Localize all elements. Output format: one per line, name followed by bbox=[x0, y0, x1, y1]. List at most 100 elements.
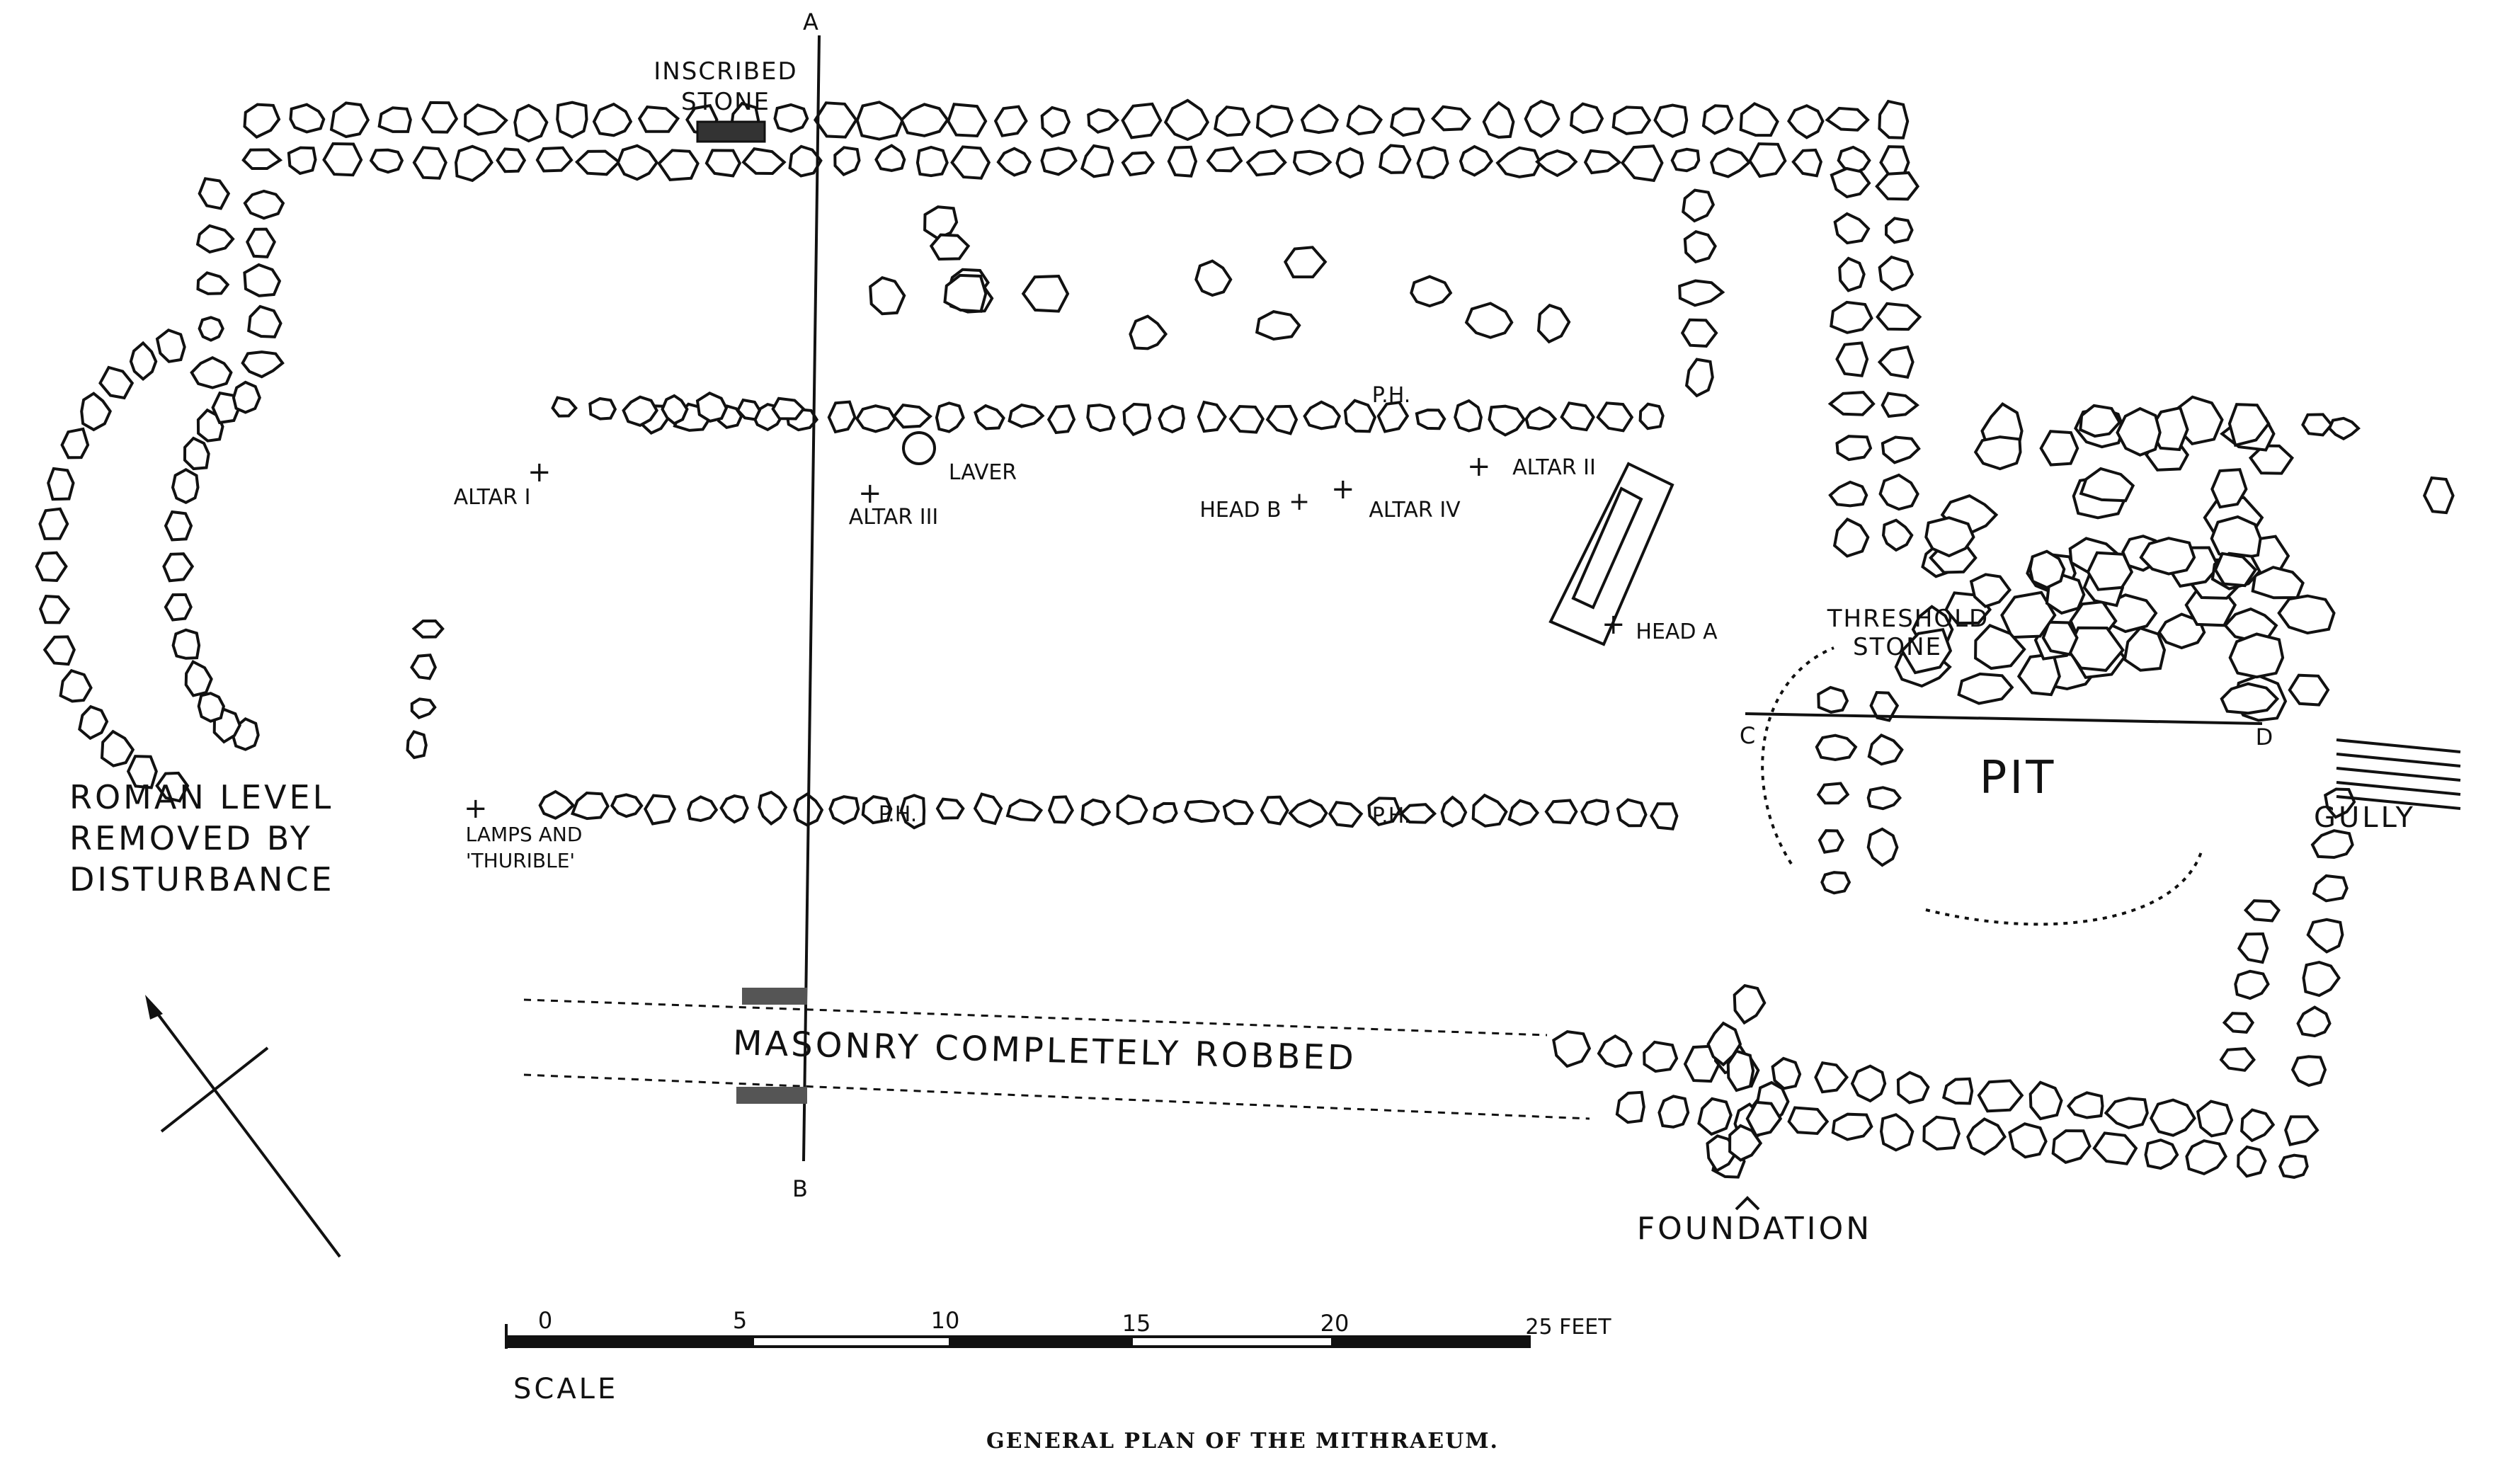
svg-text:+: + bbox=[1331, 473, 1355, 506]
wall-stone bbox=[2092, 1131, 2138, 1165]
wall-stone bbox=[60, 427, 90, 460]
wall-stone bbox=[861, 794, 893, 825]
wall-stone bbox=[2277, 594, 2336, 635]
wall-stone bbox=[184, 659, 213, 697]
label-head-b: HEAD B bbox=[1199, 498, 1281, 523]
wall-stone bbox=[410, 697, 437, 719]
wall-stone bbox=[2323, 787, 2356, 819]
label-head-a: HEAD A bbox=[1636, 620, 1718, 644]
wall-stone bbox=[2290, 1055, 2327, 1088]
wall-stone bbox=[570, 791, 610, 821]
wall-stone bbox=[171, 468, 200, 505]
wall-stone bbox=[287, 146, 317, 176]
wall-stone bbox=[1835, 341, 1869, 377]
wall-stone bbox=[195, 224, 235, 254]
wall-stone bbox=[1771, 1056, 1802, 1090]
wall-stone bbox=[592, 102, 633, 137]
wall-stone bbox=[2248, 444, 2295, 475]
wall-stone bbox=[2039, 430, 2079, 467]
wall-stone bbox=[1300, 103, 1340, 135]
wall-stone bbox=[758, 790, 788, 826]
inscribed-stone bbox=[696, 120, 766, 143]
pit-outline bbox=[1761, 646, 2203, 926]
wall-stone bbox=[1726, 1049, 1755, 1092]
label-foundation: FOUNDATION bbox=[1637, 1211, 1872, 1247]
wall-stone bbox=[1611, 105, 1652, 135]
wall-stone bbox=[1878, 99, 1910, 139]
wall-stone bbox=[974, 404, 1005, 430]
wall-stone bbox=[2016, 652, 2061, 697]
wall-stone bbox=[464, 103, 508, 136]
wall-stone bbox=[719, 794, 749, 824]
wall-stone bbox=[1008, 403, 1045, 428]
wall-stone bbox=[59, 668, 93, 703]
wall-stone bbox=[1941, 1077, 1974, 1105]
wall-stone bbox=[1459, 144, 1494, 177]
scale-tick-25: 25 FEET bbox=[1525, 1315, 1611, 1340]
wall-stone bbox=[1390, 107, 1425, 137]
wall-stone bbox=[35, 551, 68, 583]
wall-stone bbox=[2288, 673, 2330, 707]
wall-stone bbox=[2028, 1080, 2063, 1121]
wall-stone bbox=[1966, 1117, 2007, 1156]
wall-stone bbox=[1924, 516, 1975, 558]
wall-stone bbox=[1739, 102, 1779, 137]
wall-stone bbox=[164, 510, 193, 542]
wall-stone bbox=[1544, 799, 1578, 825]
wall-stone bbox=[1831, 1112, 1873, 1141]
hatch-mark-bottom bbox=[736, 1087, 807, 1104]
wall-stone bbox=[1228, 404, 1265, 434]
wall-stone bbox=[1866, 786, 1902, 811]
wall-stone bbox=[1670, 147, 1701, 173]
wall-stone bbox=[38, 595, 71, 624]
wall-stone bbox=[1678, 279, 1725, 307]
wall-stone bbox=[588, 396, 617, 421]
wall-stone bbox=[2000, 590, 2057, 639]
wall-stone bbox=[1346, 104, 1383, 136]
wall-stone bbox=[2149, 1098, 2196, 1137]
wall-stone bbox=[1524, 406, 1558, 430]
wall-stone bbox=[2302, 961, 2341, 998]
wall-stone bbox=[2234, 969, 2270, 1000]
wall-stone bbox=[1728, 1124, 1763, 1162]
wall-stone bbox=[1129, 314, 1168, 350]
wall-stone bbox=[1697, 1097, 1733, 1136]
wall-stone bbox=[1745, 1100, 1783, 1138]
wall-stone bbox=[513, 103, 549, 143]
wall-stone bbox=[2123, 626, 2167, 672]
wall-stone bbox=[661, 394, 689, 426]
label-altar-2: ALTAR II bbox=[1512, 455, 1596, 480]
wall-stone bbox=[1710, 147, 1752, 178]
wall-stone bbox=[1255, 104, 1294, 138]
wall-stone bbox=[1410, 275, 1453, 308]
label-lamps-2: 'THURIBLE' bbox=[466, 849, 575, 872]
wall-stone bbox=[1922, 1115, 1961, 1151]
wall-stone bbox=[1969, 573, 2012, 608]
wall-stone bbox=[369, 148, 404, 174]
wall-stone bbox=[2237, 1145, 2267, 1178]
wall-stone bbox=[2079, 467, 2135, 503]
wall-stone bbox=[1121, 102, 1163, 139]
wall-stone bbox=[164, 593, 193, 622]
wall-stone bbox=[935, 401, 965, 433]
wall-stone bbox=[1815, 734, 1858, 762]
wall-stone bbox=[947, 103, 988, 138]
wall-stone bbox=[1583, 149, 1622, 175]
wall-stone bbox=[1080, 798, 1112, 827]
wall-stone bbox=[1569, 102, 1604, 135]
section-line-cd bbox=[1745, 712, 2263, 725]
wall-stone bbox=[329, 101, 370, 139]
wall-stone bbox=[704, 149, 742, 178]
north-arrow bbox=[145, 995, 341, 1258]
scale-tick-10: 10 bbox=[931, 1307, 960, 1334]
label-roman-2: REMOVED BY bbox=[69, 819, 313, 857]
label-laver: LAVER bbox=[949, 460, 1017, 485]
label-altar-1: ALTAR I bbox=[454, 485, 531, 510]
wall-stone bbox=[1748, 142, 1787, 178]
wall-stone bbox=[899, 794, 926, 830]
wall-stone bbox=[98, 365, 135, 400]
scale-tick-0: 0 bbox=[538, 1307, 552, 1334]
wall-stone bbox=[2284, 1115, 2319, 1146]
wall-stone bbox=[1816, 782, 1850, 805]
wall-stone bbox=[171, 628, 201, 660]
